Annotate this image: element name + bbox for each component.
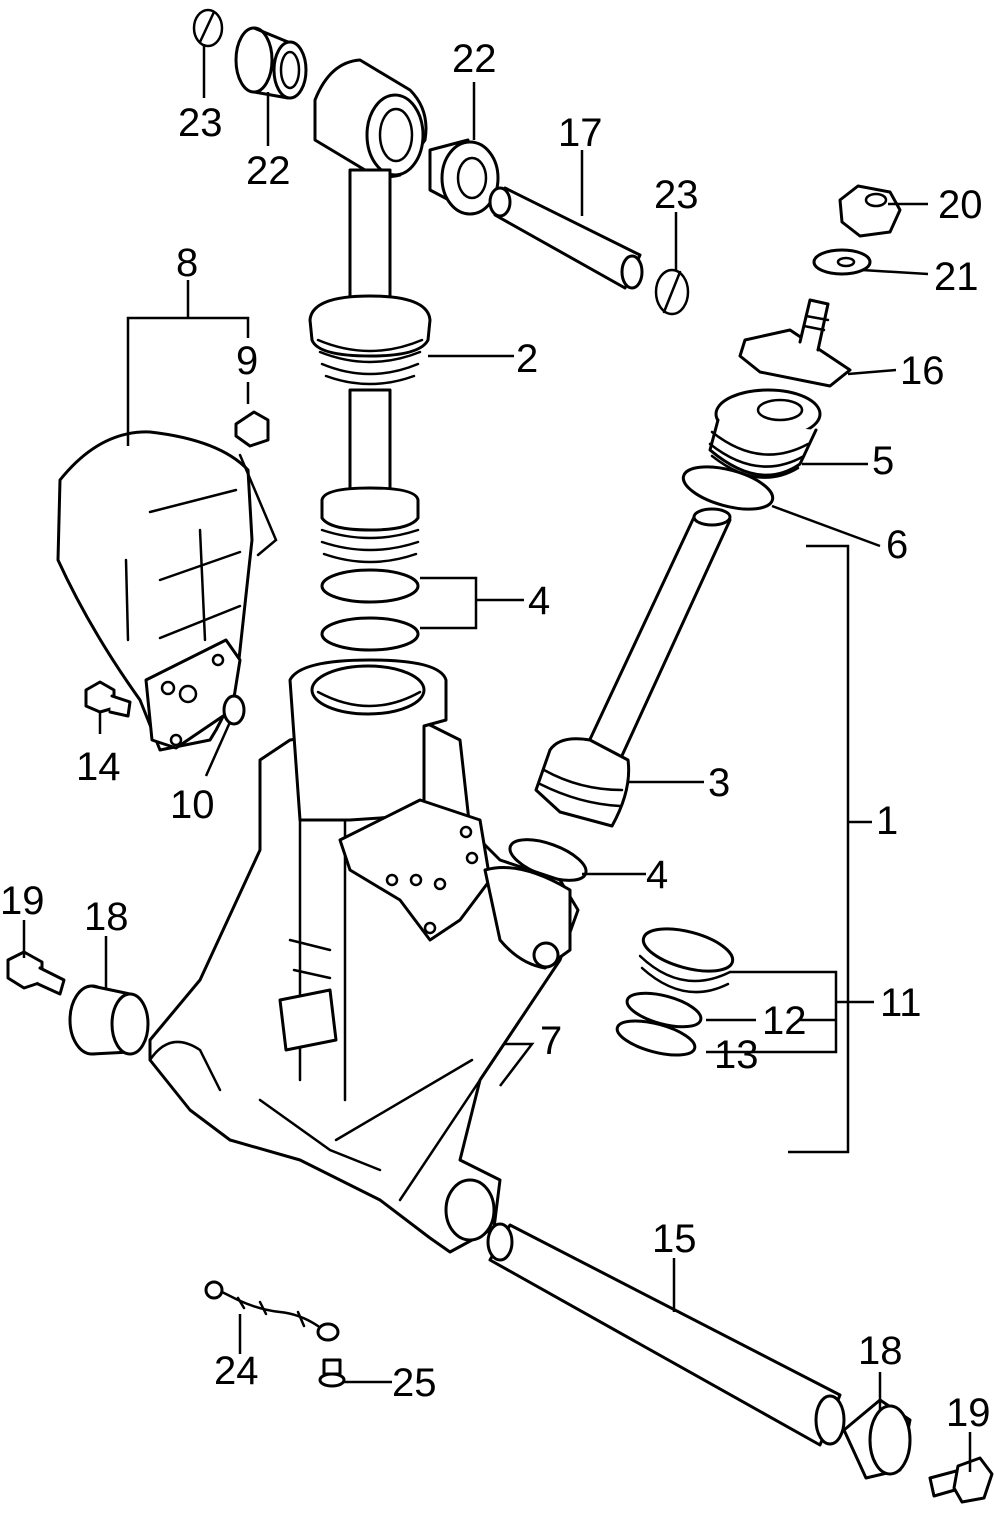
- callout-8: 8: [176, 241, 198, 285]
- lead-wire-24: [204, 1280, 340, 1342]
- collar-9: [234, 410, 270, 448]
- callout-21: 21: [934, 255, 979, 299]
- bushing-22-right: [428, 138, 500, 216]
- circlip-23-top-left: [192, 8, 224, 48]
- callout-3: 3: [708, 761, 730, 805]
- piston-tube-3: [534, 507, 732, 828]
- callout-18-left: 18: [84, 895, 129, 939]
- callout-20: 20: [938, 183, 983, 227]
- bolt-19-left: [6, 950, 66, 996]
- callout-10: 10: [170, 783, 215, 827]
- bushing-22-top-left: [234, 26, 308, 100]
- callout-15: 15: [652, 1217, 697, 1261]
- callout-4-lower: 4: [646, 853, 668, 897]
- callout-23-top: 23: [178, 101, 223, 145]
- callout-18-right: 18: [858, 1329, 903, 1373]
- callout-14: 14: [76, 745, 121, 789]
- callout-2: 2: [516, 337, 538, 381]
- callout-1: 1: [876, 799, 898, 843]
- body-7: [148, 658, 580, 1254]
- o-ring-10: [222, 694, 246, 726]
- callout-11: 11: [880, 981, 922, 1025]
- cap-16: [738, 298, 852, 388]
- callout-16: 16: [900, 349, 945, 393]
- callout-24: 24: [214, 1349, 259, 1393]
- bolt-19-right: [928, 1456, 994, 1504]
- callout-12: 12: [762, 999, 807, 1043]
- cover-8: [56, 430, 278, 752]
- callout-19-left: 19: [0, 879, 45, 923]
- nut-20: [838, 184, 902, 238]
- callout-25: 25: [392, 1361, 437, 1405]
- bolt-14: [84, 680, 132, 718]
- callout-17: 17: [558, 111, 603, 155]
- callout-23-right: 23: [654, 173, 699, 217]
- callout-9: 9: [236, 339, 258, 383]
- seal-kit-11: [615, 927, 735, 1057]
- piston-rod-2: [308, 58, 432, 564]
- callout-labels: 23 22 22 17 23 20 21 2 16 5 6 8 9 4 3 14…: [0, 37, 991, 1435]
- callout-5: 5: [872, 439, 894, 483]
- callout-22-top-left: 22: [246, 149, 291, 193]
- callout-4-upper: 4: [528, 579, 550, 623]
- callout-13: 13: [714, 1033, 759, 1077]
- callout-19-right: 19: [946, 1391, 991, 1435]
- shaft-15: [486, 1222, 846, 1447]
- bushing-18-right: [842, 1398, 912, 1480]
- callout-7: 7: [540, 1019, 562, 1063]
- callout-6: 6: [886, 523, 908, 567]
- callout-22-top-right: 22: [452, 37, 497, 81]
- washer-21: [812, 248, 872, 276]
- bushing-18-left: [68, 984, 150, 1056]
- pin-17: [488, 186, 644, 290]
- o-ring-6: [681, 465, 775, 511]
- cylinder-cap-5: [708, 388, 822, 479]
- leader-lines: [22, 44, 972, 1472]
- o-rings-4-upper: [320, 568, 420, 652]
- screw-25: [318, 1358, 346, 1388]
- circlip-23-right: [654, 268, 690, 316]
